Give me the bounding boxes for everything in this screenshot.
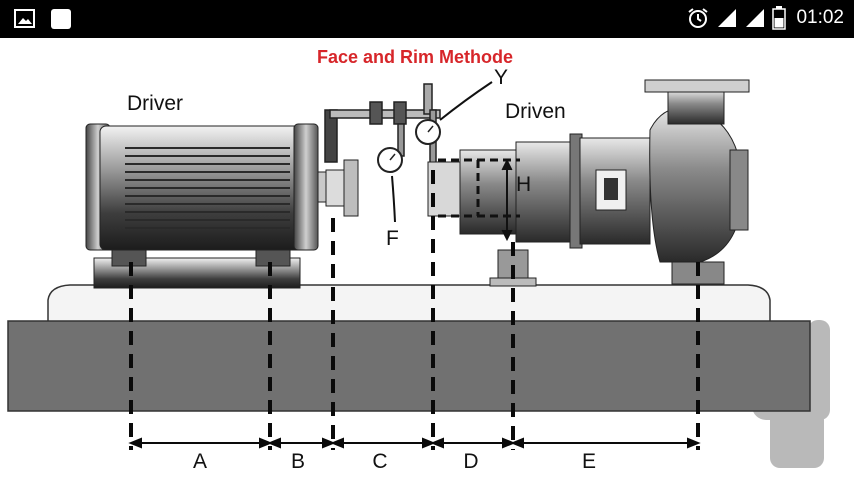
dimension-label-c: C (372, 450, 387, 473)
base-plate-top (47, 284, 771, 323)
signal-icon-2 (746, 9, 765, 27)
signal-icon (718, 9, 737, 27)
dimension-arrows (128, 437, 701, 449)
alarm-icon (688, 8, 709, 28)
battery-icon (772, 6, 787, 30)
diagram-area: Face and Rim Methode Driver Driven Y F H… (0, 38, 854, 480)
clock-time: 01:02 (796, 7, 844, 28)
foundation-block (7, 320, 811, 412)
status-bar: 01:02 (0, 0, 854, 38)
app-notification-icon (51, 9, 71, 29)
dimension-label-e: E (582, 450, 596, 473)
dimension-label-d: D (463, 450, 478, 473)
y-label: Y (494, 66, 508, 89)
driven-label: Driven (505, 100, 566, 123)
dial-gauge-y (415, 119, 441, 145)
dial-gauge-f (377, 147, 403, 173)
reference-lines (129, 170, 700, 450)
driven-pump (427, 79, 750, 287)
dimension-label-b: B (291, 450, 305, 473)
label-arrows (391, 81, 493, 223)
dimension-label-a: A (193, 450, 207, 473)
gallery-notification-icon (14, 9, 35, 28)
alignment-diagram: Face and Rim Methode Driver Driven Y F H… (7, 47, 830, 473)
h-measurement-bracket (438, 158, 520, 242)
diagram-title: Face and Rim Methode (317, 47, 513, 67)
h-label: H (516, 173, 531, 196)
driver-label: Driver (127, 92, 183, 115)
driver-motor (85, 123, 359, 289)
f-label: F (386, 227, 399, 250)
